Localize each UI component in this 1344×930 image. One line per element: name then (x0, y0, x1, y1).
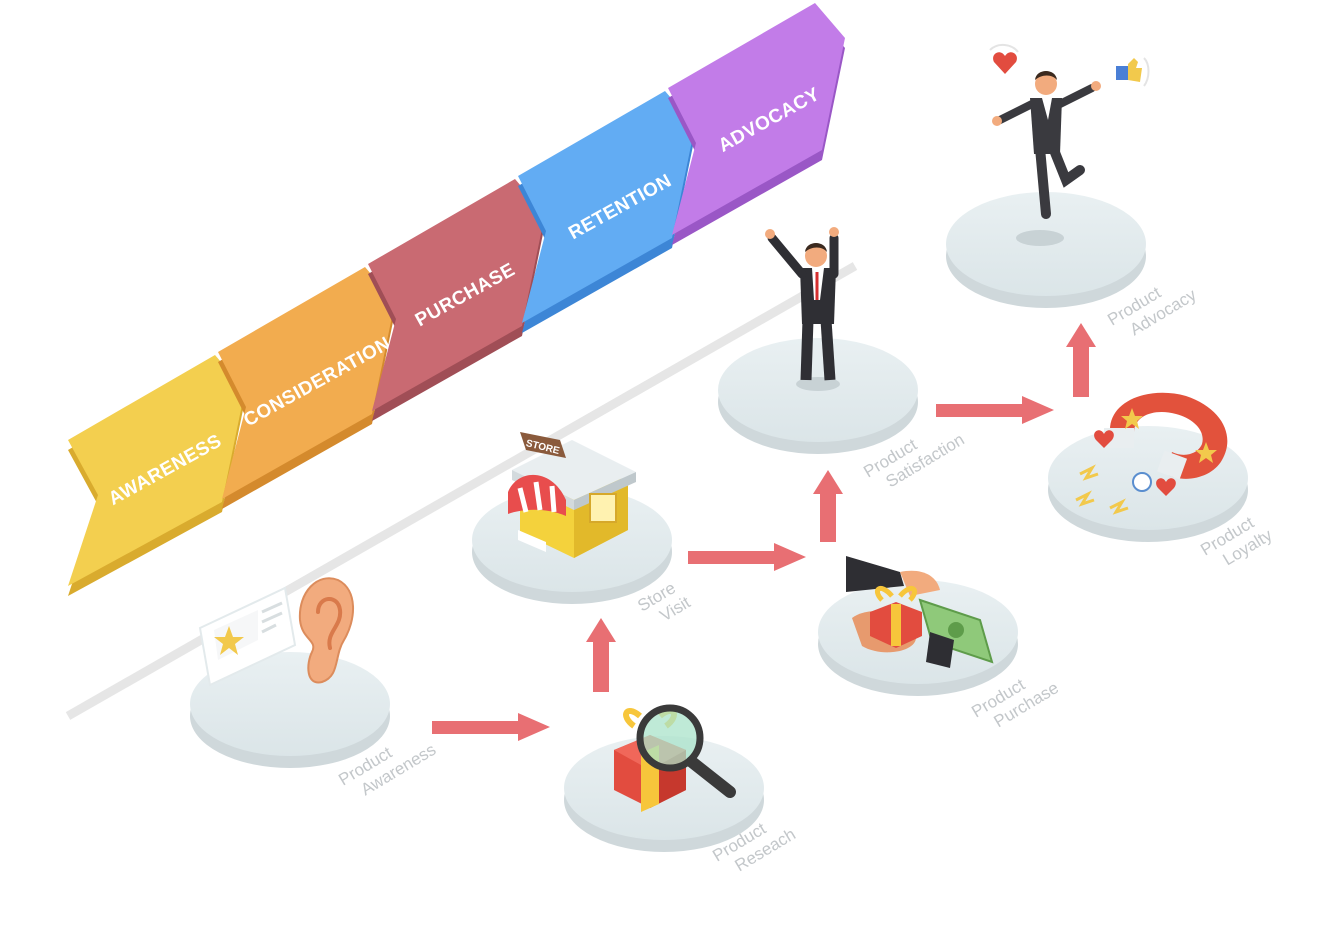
lightning-icon (1079, 464, 1099, 481)
arrow-research-to-store (586, 618, 616, 692)
lightning-icon (1075, 490, 1095, 507)
store-icon: STORE (508, 432, 636, 558)
stage-consideration: CONSIDERATION (218, 267, 395, 509)
star-icon (214, 626, 244, 655)
lightning-icon (1109, 498, 1129, 515)
arrow-satisfaction-to-loyalty (936, 396, 1054, 424)
happy-man-icon (765, 227, 840, 391)
platform-product-awareness (190, 652, 390, 768)
user-avatar-icon (1132, 472, 1152, 492)
star-icon (1195, 442, 1217, 463)
platform-product-purchase (818, 580, 1018, 696)
journey-track (65, 262, 858, 720)
gift-magnifier-icon (614, 704, 736, 812)
magnifier-handle (686, 756, 736, 798)
arrow-store-to-purchase (688, 543, 806, 571)
ear-review-icon (198, 577, 355, 687)
flow-arrows (432, 323, 1096, 741)
magnet-icon (1075, 392, 1228, 515)
star-icon (1121, 408, 1143, 429)
thumbs-up-icon (1116, 57, 1150, 87)
platform-product-satisfaction (718, 338, 918, 454)
hand-money-gift-icon (846, 556, 994, 668)
stage-retention: RETENTION (518, 91, 695, 333)
arrow-loyalty-to-advocacy (1066, 323, 1096, 397)
heart-icon (989, 44, 1019, 74)
stage-purchase: PURCHASE (368, 179, 545, 421)
stage-awareness: AWARENESS (68, 355, 245, 596)
heart-icon (1094, 430, 1114, 448)
arrow-purchase-to-satisfaction (813, 470, 843, 542)
jumping-man-icon (989, 44, 1150, 246)
stage-advocacy: ADVOCACY (668, 3, 845, 245)
heart-icon (1156, 478, 1176, 496)
arrow-awareness-to-research (432, 713, 550, 741)
magnifier-lens (636, 704, 704, 772)
